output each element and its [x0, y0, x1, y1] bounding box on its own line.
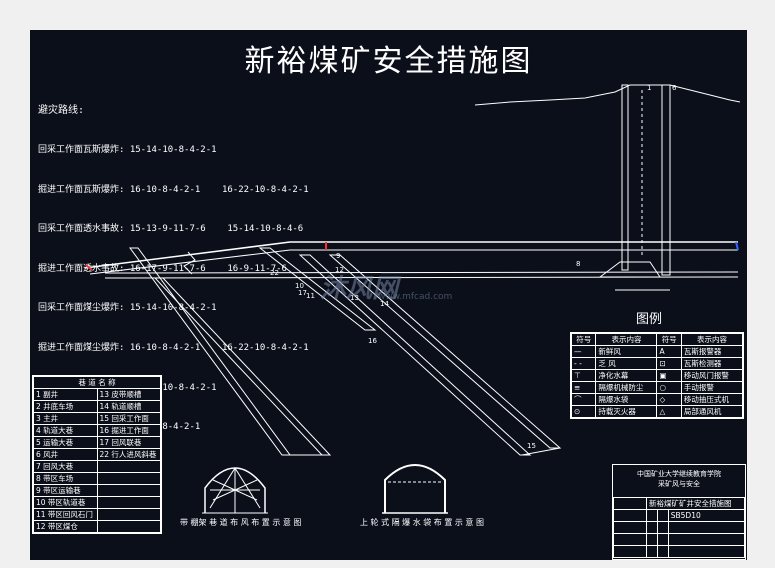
route-line: 回采工作面煤尘爆炸: 15-14-10-8-4-2-1 — [38, 303, 217, 314]
legend-title: 图例 — [636, 312, 663, 327]
label-9: 9 — [336, 252, 340, 260]
shaft-main — [621, 84, 629, 271]
route-line: 掘进工作面透水事故: 16-17-9-11-7-6 16-9-11-7-6 — [38, 263, 287, 274]
label-6: 6 — [672, 84, 677, 92]
watermark: 沐风网 — [320, 274, 399, 304]
caption-left: 带 棚架 巷 道 布 风 布 置 示 意 图 — [180, 518, 302, 527]
title-block-code: SB5D10 — [667, 509, 746, 522]
table-row: 7 回风大巷 — [33, 460, 161, 473]
label-10: 10 — [295, 282, 304, 290]
table-row: 9 带区运输巷 — [33, 484, 161, 497]
label-16: 16 — [368, 337, 377, 345]
escape-routes-header: 避灾路线: — [38, 105, 85, 117]
water-curtain-icon: ⊤ — [570, 369, 597, 382]
compressor-icon: ◇ — [656, 393, 682, 406]
watermark-url: www.mfcad.com — [378, 292, 453, 302]
table-row: 11 带区回风石门 — [33, 508, 161, 521]
table-row: ⊤净化水幕▣移动风门报警 — [570, 369, 744, 382]
extinguisher-icon: ⊙ — [570, 405, 597, 418]
shaft-vent — [661, 84, 671, 276]
dust-proof-icon: ≡ — [570, 381, 597, 394]
caption-right: 上 轮 式 隔 爆 水 袋 布 置 示 意 图 — [360, 518, 484, 527]
label-13: 13 — [350, 294, 359, 302]
table-row: 8 带区车场 — [33, 472, 161, 485]
gas-detector-icon: ⊡ — [656, 357, 682, 370]
section-arch-diagram — [202, 467, 268, 514]
return-air-icon: - - — [570, 357, 597, 370]
manual-alarm-icon: ○ — [656, 381, 682, 394]
fresh-air-icon: — — [570, 345, 597, 358]
label-12: 12 — [335, 266, 344, 274]
section-water-bag-diagram — [382, 464, 448, 514]
drawing-sheet: 新裕煤矿安全措施图 避灾路线: 回采工作面瓦斯爆炸: 15-14-10-8-4-… — [30, 30, 747, 560]
label-1: 1 — [647, 84, 651, 92]
label-17: 17 — [298, 289, 307, 297]
gas-alarm-icon: A — [656, 345, 682, 358]
label-14: 14 — [380, 300, 389, 308]
table-row: 12 带区煤仓 — [33, 520, 161, 533]
table-row: ≡隔爆机械防尘○手动报警 — [570, 381, 744, 394]
table-row: - -乏 风⊡瓦斯检测器 — [570, 357, 744, 370]
route-line: 回采工作面透水事故: 15-13-9-11-7-6 15-14-10-8-4-6 — [38, 224, 304, 235]
title-block-dept: 采矿风与安全 — [658, 480, 700, 488]
incline-roadway-4 — [298, 254, 532, 456]
route-line: 掘进工作面瓦斯爆炸: 16-10-8-4-2-1 16-22-10-8-4-2-… — [38, 184, 309, 195]
local-fan-icon: △ — [656, 405, 682, 418]
title-block-table: 新裕煤矿矿井安全措施图 SB5D10 — [613, 497, 746, 558]
tunnel-network-diagram: 1 6 8 9 10 11 12 13 14 15 16 17 22 — [84, 84, 741, 514]
table-row: ⊙持载灭火器△局部通风机 — [570, 405, 744, 418]
table-row: 10 带区轨道巷 — [33, 496, 161, 509]
title-block: 中国矿业大学继续教育学院 采矿风与安全 新裕煤矿矿井安全措施图 SB5D10 — [612, 464, 746, 560]
ground-surface — [474, 84, 741, 106]
main-roadway — [84, 241, 738, 269]
incline-roadway-2 — [153, 277, 332, 456]
table-row: ⌒隔爆水袋◇移动抽压式机 — [570, 393, 744, 406]
tunnel-table-title: 巷 道 名 称 — [33, 376, 161, 389]
title-block-drawing: 新裕煤矿矿井安全措施图 — [646, 497, 745, 510]
label-8: 8 — [576, 260, 580, 268]
route-line: 回采工作面瓦斯爆炸: 15-14-10-8-4-2-1 — [38, 145, 217, 156]
route-line: 掘进工作面煤尘爆炸: 16-10-8-4-2-1 16-22-10-8-4-2-… — [38, 343, 309, 354]
title-block-school: 中国矿业大学继续教育学院 — [637, 470, 721, 478]
label-15: 15 — [527, 442, 536, 450]
door-alarm-icon: ▣ — [656, 369, 682, 382]
drawing-title: 新裕煤矿安全措施图 — [244, 44, 533, 79]
water-bag-icon: ⌒ — [570, 393, 597, 406]
label-11: 11 — [306, 292, 315, 300]
label-22: 22 — [270, 269, 279, 277]
incline-roadway-3 — [258, 247, 377, 331]
